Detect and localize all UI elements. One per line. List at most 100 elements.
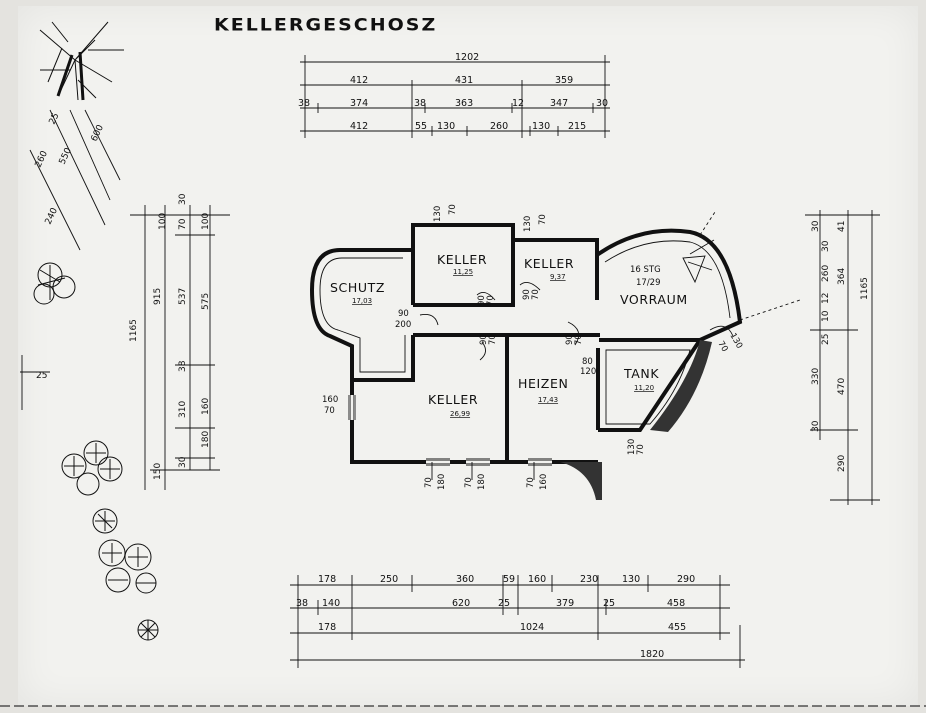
right-dim: 30 <box>811 220 821 232</box>
room-keller-1-label: KELLER <box>437 252 487 267</box>
left-dim: 30 <box>178 193 188 205</box>
top-dim: 359 <box>555 75 573 86</box>
opening-dim: 160 <box>322 395 338 405</box>
room-keller-2-label: KELLER <box>524 256 574 271</box>
bottom-dim: 160 <box>528 574 546 585</box>
diag-dim-5: 600 <box>90 123 106 143</box>
room-keller-3-label: KELLER <box>428 392 478 407</box>
top-dim: 412 <box>350 75 368 86</box>
opening-dim: 160 <box>539 474 549 490</box>
opening-dim: 70 <box>715 340 729 354</box>
top-dim: 130 <box>437 121 455 132</box>
opening-dim: 70 <box>324 406 335 416</box>
diag-dim-1: 260 <box>34 149 50 169</box>
stairs-ratio: 17/29 <box>636 278 661 288</box>
bottom-dim: 59 <box>503 574 515 585</box>
large-tree-icon <box>39 21 124 101</box>
room-heizen-area: 17,43 <box>538 396 558 404</box>
left-dim: 38 <box>178 360 188 372</box>
left-dim: 70 <box>178 218 188 230</box>
bottom-total-dim: 1820 <box>640 649 664 660</box>
room-tank-area: 11,20 <box>634 384 654 392</box>
top-dim: 130 <box>532 121 550 132</box>
left-dim: 537 <box>178 288 188 305</box>
top-dim: 38 <box>414 98 426 109</box>
left-dimension-lines <box>130 205 230 490</box>
window-markers <box>348 211 801 480</box>
bottom-dim: 290 <box>677 574 695 585</box>
opening-dim: 70 <box>448 204 458 215</box>
bottom-dim: 250 <box>380 574 398 585</box>
paper-sheet <box>18 6 918 706</box>
top-dim: 55 <box>415 121 427 132</box>
left-dim: 180 <box>201 431 211 448</box>
bottom-dim: 1024 <box>520 622 544 633</box>
right-dim: 30 <box>811 420 821 432</box>
right-dim: 41 <box>837 221 847 232</box>
right-total-dim: 1165 <box>860 277 870 300</box>
opening-dim: 70 <box>538 214 548 225</box>
opening-dim: 70 <box>464 477 474 488</box>
top-dim: 374 <box>350 98 368 109</box>
diag-dim-4: 25 <box>48 112 62 127</box>
bottom-dim: 130 <box>622 574 640 585</box>
opening-dim: 90 <box>565 334 575 345</box>
top-dim: 431 <box>455 75 473 86</box>
bottom-dim: 140 <box>322 598 340 609</box>
room-keller-3-area: 26,99 <box>450 410 470 418</box>
opening-dim: 120 <box>580 367 596 377</box>
right-dimension-lines <box>805 210 880 505</box>
top-dimension-lines <box>300 55 610 138</box>
left-dim: 100 <box>158 213 168 230</box>
opening-dim: 130 <box>433 206 443 222</box>
bottom-dim: 178 <box>318 574 336 585</box>
right-dim: 25 <box>821 334 831 345</box>
opening-dim: 180 <box>437 474 447 490</box>
right-dim: 470 <box>837 378 847 395</box>
left-dim: 160 <box>201 398 211 415</box>
opening-dim: 130 <box>627 439 637 455</box>
bottom-dim: 360 <box>456 574 474 585</box>
opening-dim: 70 <box>486 295 496 306</box>
right-dim: 290 <box>837 455 847 472</box>
right-dim: 12 <box>821 293 831 304</box>
room-vorraum-label: VORRAUM <box>620 292 688 307</box>
left-dim: 575 <box>201 293 211 310</box>
opening-dim: 90 <box>479 334 489 345</box>
bottom-dim: 455 <box>668 622 686 633</box>
room-heizen-label: HEIZEN <box>518 376 568 391</box>
bottom-dim: 458 <box>667 598 685 609</box>
bottom-dim: 25 <box>603 598 615 609</box>
top-dim: 38 <box>298 98 310 109</box>
stairs-count: 16 STG <box>630 265 661 275</box>
right-dim: 30 <box>821 240 831 252</box>
top-dim: 215 <box>568 121 586 132</box>
room-keller-2-area: 9,37 <box>550 273 566 281</box>
door-swings <box>419 281 734 361</box>
bottom-dim: 620 <box>452 598 470 609</box>
left-dim: 915 <box>153 288 163 305</box>
left-dim: 100 <box>201 213 211 230</box>
room-tank-label: TANK <box>623 366 659 381</box>
right-dim: 364 <box>837 268 847 285</box>
side-dimension <box>20 355 50 410</box>
opening-dim: 80 <box>582 357 593 367</box>
opening-dim: 90 <box>477 295 487 306</box>
top-dim: 412 <box>350 121 368 132</box>
top-dim: 30 <box>596 98 608 109</box>
opening-dim: 180 <box>477 474 487 490</box>
opening-dim: 70 <box>488 334 498 345</box>
left-dim: 310 <box>178 401 188 418</box>
bottom-dimension-lines <box>290 575 745 668</box>
bottom-dim: 230 <box>580 574 598 585</box>
opening-dim: 70 <box>574 334 584 345</box>
right-dim: 260 <box>821 265 831 282</box>
top-dim: 363 <box>455 98 473 109</box>
shrub-group-icon <box>33 262 159 641</box>
top-dim: 347 <box>550 98 568 109</box>
right-dim: 330 <box>811 368 821 385</box>
right-dim: 10 <box>821 310 831 322</box>
opening-dim: 200 <box>395 320 411 330</box>
opening-dim: 70 <box>526 477 536 488</box>
left-dim: 150 <box>153 463 163 480</box>
